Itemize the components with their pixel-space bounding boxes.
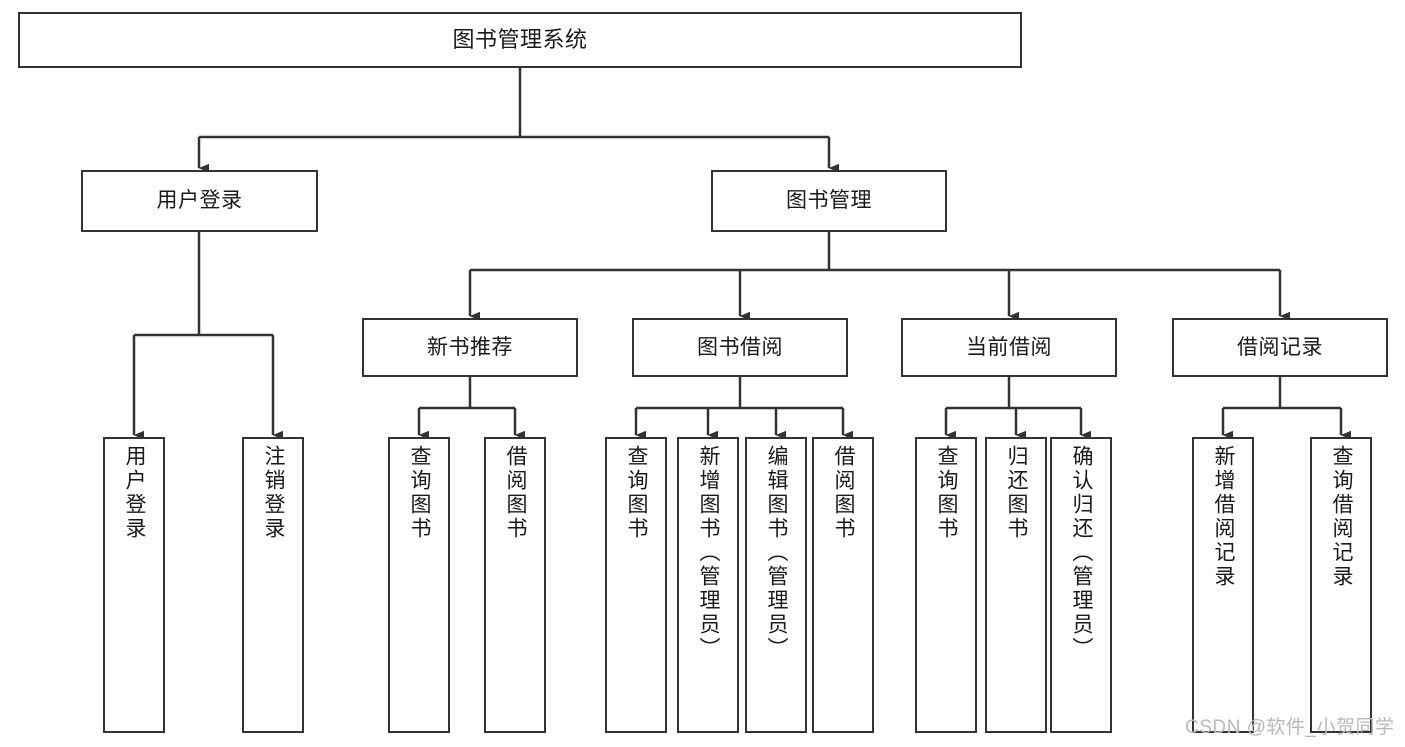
node-label-leaf-borrow-book-2: 借阅图书	[832, 445, 856, 541]
node-leaf-user-logout[interactable]: 注销登录	[242, 437, 304, 733]
node-label-leaf-query-book-1: 查询图书	[408, 445, 432, 541]
node-label-leaf-add-borrow-record: 新增借阅记录	[1212, 445, 1236, 589]
node-leaf-query-borrow-record[interactable]: 查询借阅记录	[1310, 437, 1372, 733]
node-leaf-query-book-1[interactable]: 查询图书	[388, 437, 450, 733]
node-label-leaf-query-borrow-record: 查询借阅记录	[1330, 445, 1354, 589]
node-label-leaf-user-logout: 注销登录	[262, 445, 286, 541]
node-leaf-user-login[interactable]: 用户登录	[103, 437, 165, 733]
node-leaf-query-book-2[interactable]: 查询图书	[605, 437, 667, 733]
node-label-root: 图书管理系统	[452, 26, 588, 52]
node-label-leaf-query-book-2: 查询图书	[625, 445, 649, 541]
node-leaf-add-book[interactable]: 新增图书（管理员）	[677, 437, 739, 733]
node-label-leaf-return-book: 归还图书	[1005, 445, 1029, 541]
node-label-leaf-query-book-3: 查询图书	[935, 445, 959, 541]
watermark: CSDN @软件_小贺同学	[1185, 717, 1395, 738]
node-new-book-recommend[interactable]: 新书推荐	[362, 318, 578, 377]
node-leaf-edit-book[interactable]: 编辑图书（管理员）	[745, 437, 807, 733]
node-label-current-borrow: 当前借阅	[966, 335, 1052, 359]
node-label-leaf-user-login: 用户登录	[123, 445, 147, 541]
node-label-leaf-borrow-book-1: 借阅图书	[504, 445, 528, 541]
node-leaf-query-book-3[interactable]: 查询图书	[915, 437, 977, 733]
node-label-book-borrow: 图书借阅	[697, 335, 783, 359]
node-label-new-book-recommend: 新书推荐	[427, 335, 513, 359]
node-user-login[interactable]: 用户登录	[81, 170, 318, 232]
node-label-leaf-add-book: 新增图书（管理员）	[697, 445, 721, 661]
node-root[interactable]: 图书管理系统	[18, 12, 1022, 68]
node-leaf-add-borrow-record[interactable]: 新增借阅记录	[1192, 437, 1254, 733]
node-label-leaf-confirm-return: 确认归还（管理员）	[1070, 445, 1094, 661]
node-book-borrow[interactable]: 图书借阅	[632, 318, 848, 377]
node-book-management[interactable]: 图书管理	[711, 170, 947, 232]
node-label-leaf-edit-book: 编辑图书（管理员）	[765, 445, 789, 661]
node-borrow-record[interactable]: 借阅记录	[1172, 318, 1388, 377]
node-leaf-confirm-return[interactable]: 确认归还（管理员）	[1050, 437, 1112, 733]
node-label-borrow-record: 借阅记录	[1237, 335, 1323, 359]
node-current-borrow[interactable]: 当前借阅	[901, 318, 1117, 377]
node-leaf-borrow-book-1[interactable]: 借阅图书	[484, 437, 546, 733]
node-label-user-login: 用户登录	[156, 189, 243, 213]
node-label-book-management: 图书管理	[786, 189, 872, 213]
node-leaf-borrow-book-2[interactable]: 借阅图书	[812, 437, 874, 733]
node-leaf-return-book[interactable]: 归还图书	[985, 437, 1047, 733]
